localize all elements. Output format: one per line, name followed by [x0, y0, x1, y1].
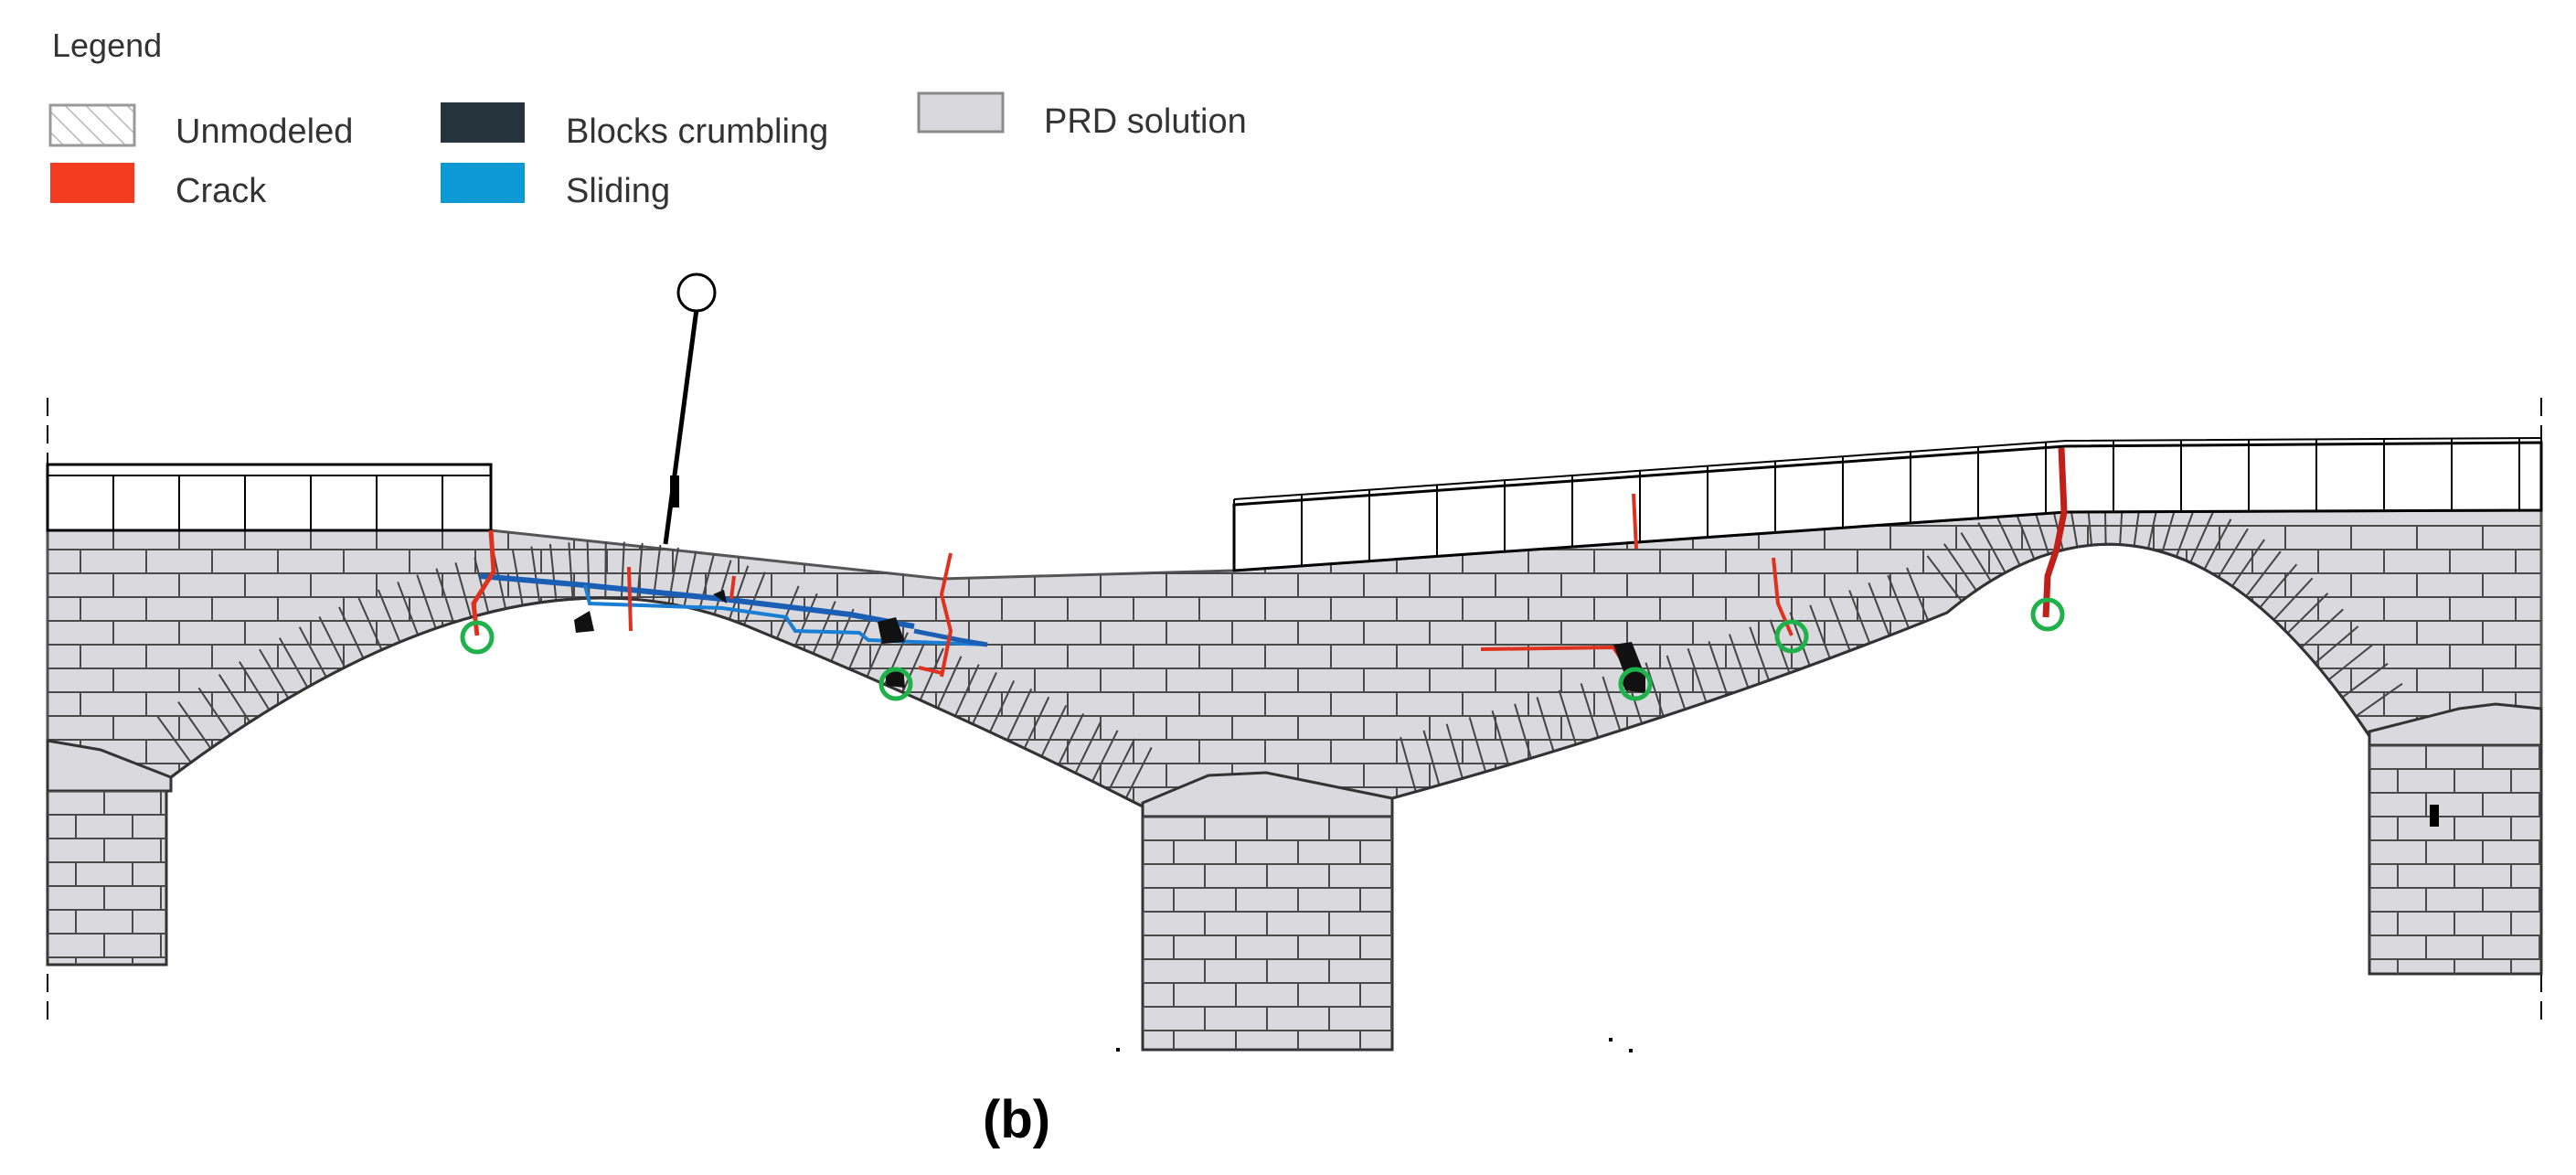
right-pier — [2368, 702, 2543, 976]
hinge-marker — [878, 667, 913, 701]
lamp-post — [663, 272, 717, 545]
voussoirs — [156, 541, 766, 764]
hinge-marker — [460, 620, 495, 655]
legend-label-unmodeled: Unmodeled — [176, 112, 353, 151]
legend-swatch-prd-solution — [917, 91, 1005, 134]
arch-left-outline — [170, 596, 1144, 808]
right-parapet-posts — [1233, 438, 2520, 571]
masonry-courses — [1143, 817, 1392, 1050]
middle-pier — [1141, 771, 1394, 1052]
voussoirs — [1400, 567, 1930, 793]
panel-label: (b) — [983, 1090, 1050, 1149]
left-parapet-posts — [47, 475, 443, 530]
arch-right-outline — [1391, 542, 2371, 800]
legend-swatch-crack — [50, 163, 134, 203]
legend-label-crack: Crack — [176, 172, 267, 210]
lamp-icon — [676, 272, 717, 313]
legend-title: Legend — [52, 27, 162, 64]
legend-swatch-blocks-crumbling — [441, 102, 525, 143]
hinges — [460, 597, 2065, 701]
legend-label-blocks-crumbling: Blocks crumbling — [566, 112, 828, 151]
hinge-marker — [1774, 619, 1809, 654]
hinge-marker — [2030, 597, 2065, 632]
legend: Legend Unmodeled Crack Blocks crumbling … — [48, 27, 1247, 210]
legend-swatch-unmodeled — [48, 103, 136, 147]
hinge-marker — [1618, 667, 1653, 701]
bridge — [46, 272, 2543, 1052]
left-parapet — [46, 463, 493, 532]
ground-marks — [1116, 1038, 1633, 1052]
left-pier — [46, 739, 173, 967]
legend-swatch-sliding — [441, 163, 525, 203]
masonry-courses — [2369, 745, 2541, 974]
masonry-courses — [48, 791, 166, 965]
legend-label-prd-solution: PRD solution — [1044, 102, 1247, 141]
legend-label-sliding: Sliding — [566, 172, 670, 210]
